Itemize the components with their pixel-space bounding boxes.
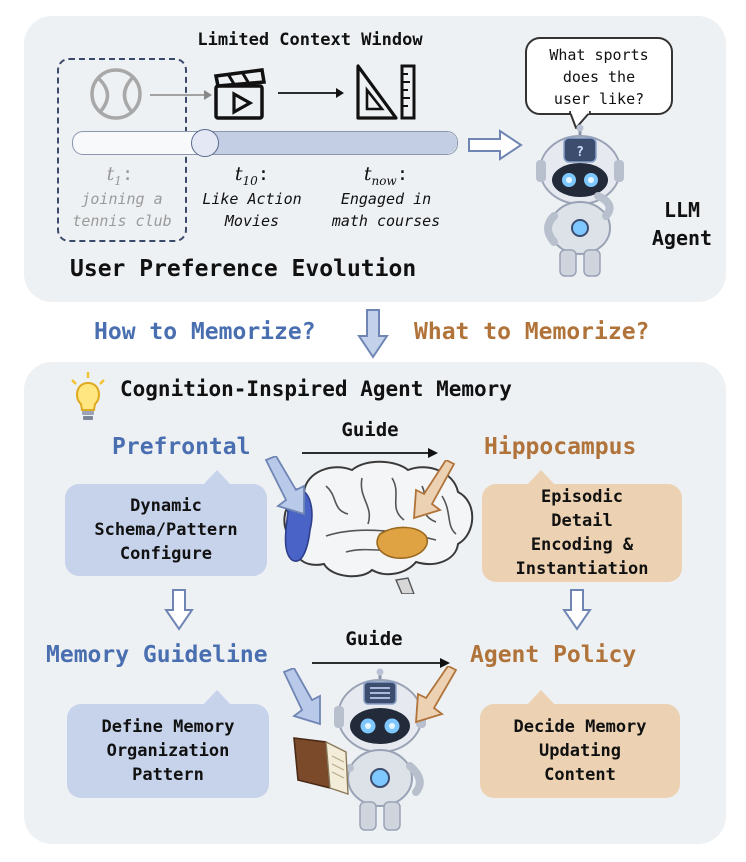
tennis-ball-icon xyxy=(86,64,146,124)
timeline-fill xyxy=(205,132,457,154)
box-define-memory: Define Memory Organization Pattern xyxy=(67,704,269,798)
svg-text:?: ? xyxy=(576,145,584,160)
what-to-memorize: What to Memorize? xyxy=(414,319,649,345)
guide-label-top: Guide xyxy=(300,419,440,441)
prefrontal-label: Prefrontal xyxy=(112,434,250,460)
hollow-arrow-hippocampus-icon xyxy=(404,460,460,522)
box-notch xyxy=(526,470,556,486)
cognition-title: Cognition-Inspired Agent Memory xyxy=(120,377,512,401)
box-dynamic-schema: Dynamic Schema/Pattern Configure xyxy=(65,484,267,576)
arrow-right-icon xyxy=(278,86,344,100)
context-window-label: Limited Context Window xyxy=(170,30,450,50)
box-episodic-detail: Episodic Detail Encoding & Instantiation xyxy=(482,484,682,582)
timeline-desc-tnow: Engaged in math courses xyxy=(318,188,454,232)
timeline-time-tnow: tnow: xyxy=(324,163,448,188)
agent-policy-label: Agent Policy xyxy=(470,642,636,668)
timeline-time-t10: t10: xyxy=(192,163,312,188)
user-preference-title: User Preference Evolution xyxy=(70,256,416,282)
robot-thinking-icon: ? xyxy=(520,124,640,284)
box-decide-memory: Decide Memory Updating Content xyxy=(480,704,680,798)
hollow-arrow-prefrontal-icon xyxy=(262,456,312,518)
arrow-right-icon xyxy=(150,88,212,102)
hollow-arrow-down-icon xyxy=(164,588,194,632)
box-notch xyxy=(202,690,232,706)
clapperboard-icon xyxy=(212,66,268,122)
timeline-handle[interactable] xyxy=(191,129,219,157)
lightbulb-icon xyxy=(68,370,108,422)
timeline-desc-t10: Like Action Movies xyxy=(188,188,316,232)
memory-guideline-label: Memory Guideline xyxy=(46,642,268,668)
speech-bubble-text: What sports does the user like? xyxy=(528,44,670,110)
how-to-memorize: How to Memorize? xyxy=(94,319,316,345)
hollow-arrow-down-icon xyxy=(356,308,390,360)
hollow-arrow-down-icon xyxy=(562,588,592,632)
hollow-arrow-right-icon xyxy=(466,128,524,162)
timeline-time-t1: t1: xyxy=(60,163,180,188)
ruler-triangle-icon xyxy=(352,60,420,124)
box-notch xyxy=(526,690,556,706)
hollow-arrow-policy-icon xyxy=(404,666,460,726)
box-notch xyxy=(202,470,232,486)
hollow-arrow-guideline-icon xyxy=(280,668,330,728)
llm-agent-label: LLM Agent xyxy=(642,196,722,252)
guide-label-bottom: Guide xyxy=(304,628,444,650)
timeline-desc-t1: joining a tennis club xyxy=(60,188,184,232)
hippocampus-label: Hippocampus xyxy=(484,434,636,460)
